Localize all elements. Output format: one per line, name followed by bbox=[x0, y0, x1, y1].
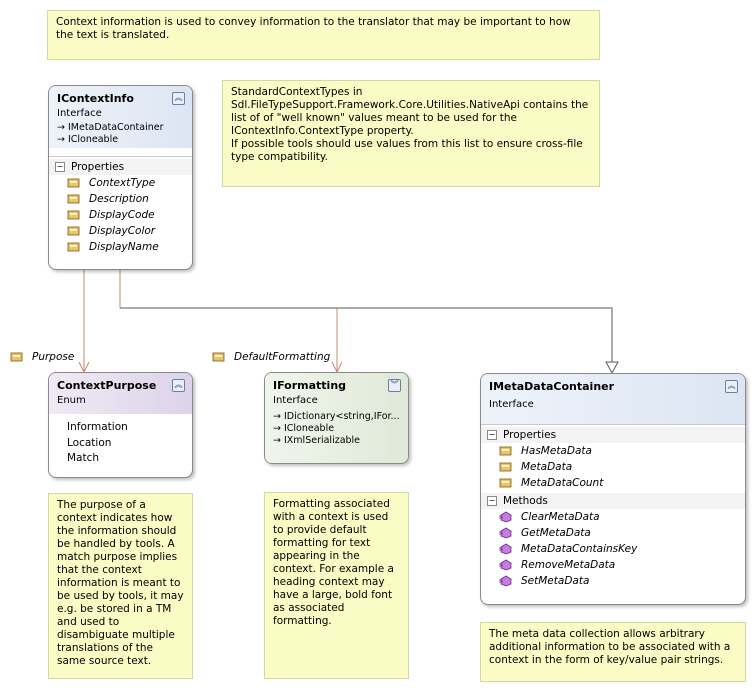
class-kind: Interface bbox=[273, 395, 318, 406]
purpose-association-label: Purpose bbox=[10, 351, 74, 363]
inherits-item: → IXmlSerializable bbox=[273, 435, 361, 446]
class-kind: Interface bbox=[489, 399, 534, 410]
note-context-info: Context information is used to convey in… bbox=[47, 10, 600, 60]
method-item: SetMetaData bbox=[481, 573, 745, 589]
property-icon bbox=[499, 445, 513, 457]
note-formatting: Formatting associated with a context is … bbox=[264, 492, 409, 679]
property-icon bbox=[67, 241, 81, 253]
collapse-icon[interactable]: ︽ bbox=[172, 379, 185, 392]
property-icon bbox=[67, 193, 81, 205]
formatting-association-label: DefaultFormatting bbox=[212, 351, 330, 363]
property-item: MetaData bbox=[481, 459, 745, 475]
collapse-icon[interactable]: ︽ bbox=[172, 92, 185, 105]
expand-icon[interactable]: ︾ bbox=[388, 379, 401, 392]
property-icon bbox=[67, 209, 81, 221]
enum-value: Match bbox=[67, 452, 100, 464]
property-item: DisplayCode bbox=[49, 207, 192, 223]
property-item: Description bbox=[49, 191, 192, 207]
property-item: DisplayName bbox=[49, 239, 192, 255]
class-name: IContextInfo bbox=[57, 92, 134, 105]
method-icon bbox=[499, 575, 513, 587]
class-name: IFormatting bbox=[273, 379, 347, 392]
property-item: ContextType bbox=[49, 175, 192, 191]
property-icon bbox=[67, 225, 81, 237]
class-name: IMetaDataContainer bbox=[489, 380, 615, 393]
iformatting-class[interactable]: IFormatting Interface → IDictionary<stri… bbox=[264, 372, 409, 464]
method-icon bbox=[499, 511, 513, 523]
imetadatacontainer-header: IMetaDataContainer Interface ︽ bbox=[481, 374, 745, 424]
iformatting-header: IFormatting Interface → IDictionary<stri… bbox=[265, 373, 408, 463]
properties-section-header[interactable]: −Properties bbox=[481, 427, 745, 443]
method-icon bbox=[499, 543, 513, 555]
property-item: MetaDataCount bbox=[481, 475, 745, 491]
property-icon bbox=[67, 177, 81, 189]
collapse-icon[interactable]: ︽ bbox=[725, 380, 738, 393]
note-standard-context-types: StandardContextTypes in Sdl.FileTypeSupp… bbox=[222, 80, 600, 187]
property-item: DisplayColor bbox=[49, 223, 192, 239]
inherits-item: → IDictionary<string,IFor... bbox=[273, 411, 400, 422]
inheritance-line bbox=[120, 307, 613, 362]
property-icon bbox=[499, 477, 513, 489]
property-icon bbox=[212, 351, 226, 363]
minus-icon[interactable]: − bbox=[55, 162, 65, 172]
properties-section-header[interactable]: −Properties bbox=[49, 159, 192, 175]
methods-section-header[interactable]: −Methods bbox=[481, 493, 745, 509]
note-purpose: The purpose of a context indicates how t… bbox=[48, 493, 193, 679]
contextpurpose-header: ContextPurpose Enum ︽ bbox=[49, 373, 192, 414]
minus-icon[interactable]: − bbox=[487, 496, 497, 506]
class-name: ContextPurpose bbox=[57, 379, 157, 392]
class-kind: Interface bbox=[57, 108, 102, 119]
inherits-item: → IMetaDataContainer bbox=[57, 122, 164, 133]
icontextinfo-header: IContextInfo Interface → IMetaDataContai… bbox=[49, 86, 192, 148]
inheritance-arrowhead bbox=[605, 361, 619, 375]
contextpurpose-enum[interactable]: ContextPurpose Enum ︽ Information Locati… bbox=[48, 372, 193, 478]
icontextinfo-class[interactable]: IContextInfo Interface → IMetaDataContai… bbox=[48, 85, 193, 270]
method-icon bbox=[499, 559, 513, 571]
method-item: RemoveMetaData bbox=[481, 557, 745, 573]
method-item: GetMetaData bbox=[481, 525, 745, 541]
property-icon bbox=[10, 351, 24, 363]
inherits-item: → ICloneable bbox=[273, 423, 335, 434]
property-icon bbox=[499, 461, 513, 473]
property-item: HasMetaData bbox=[481, 443, 745, 459]
class-kind: Enum bbox=[57, 395, 86, 406]
enum-value: Location bbox=[67, 436, 112, 449]
method-item: MetaDataContainsKey bbox=[481, 541, 745, 557]
note-metadata: The meta data collection allows arbitrar… bbox=[480, 622, 746, 682]
enum-value: Information bbox=[67, 421, 128, 433]
method-icon bbox=[499, 527, 513, 539]
inherits-item: → ICloneable bbox=[57, 134, 119, 145]
method-item: ClearMetaData bbox=[481, 509, 745, 525]
minus-icon[interactable]: − bbox=[487, 430, 497, 440]
imetadatacontainer-class[interactable]: IMetaDataContainer Interface ︽ −Properti… bbox=[480, 373, 746, 605]
